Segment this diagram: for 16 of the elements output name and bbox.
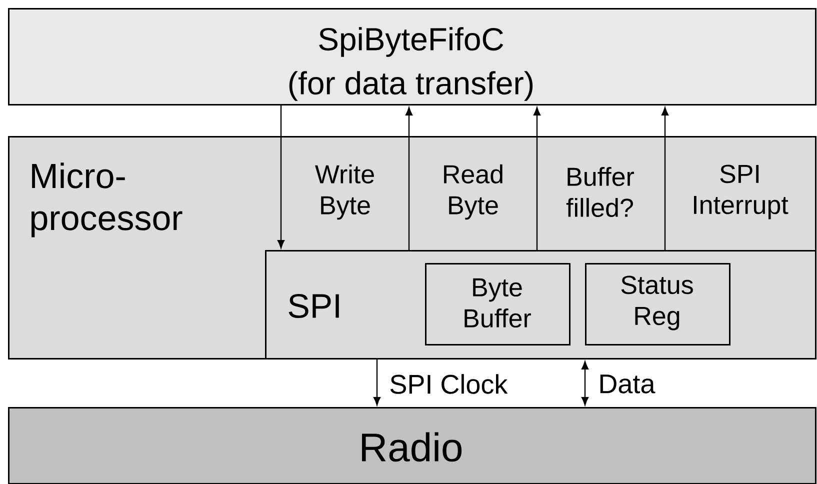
edge-label: Write Byte <box>315 164 374 220</box>
edge-label: Data <box>600 374 656 394</box>
arrow <box>661 107 669 250</box>
edge-label: SPI Clock <box>390 374 508 394</box>
edge-label: Read Byte <box>444 164 502 220</box>
register-box: Status Reg <box>585 263 730 346</box>
edge-label: Buffer filled? <box>566 166 634 218</box>
component-box: SpiByteFifoC (for data transfer) <box>8 8 816 106</box>
arrow <box>581 361 589 406</box>
arrow <box>373 360 381 406</box>
radio-box: Radio <box>8 407 816 484</box>
arrow <box>533 107 541 250</box>
edge-label: SPI Interrupt <box>694 164 788 220</box>
arrow <box>405 107 413 250</box>
register-box: Byte Buffer <box>425 263 570 346</box>
arrow <box>277 106 285 248</box>
